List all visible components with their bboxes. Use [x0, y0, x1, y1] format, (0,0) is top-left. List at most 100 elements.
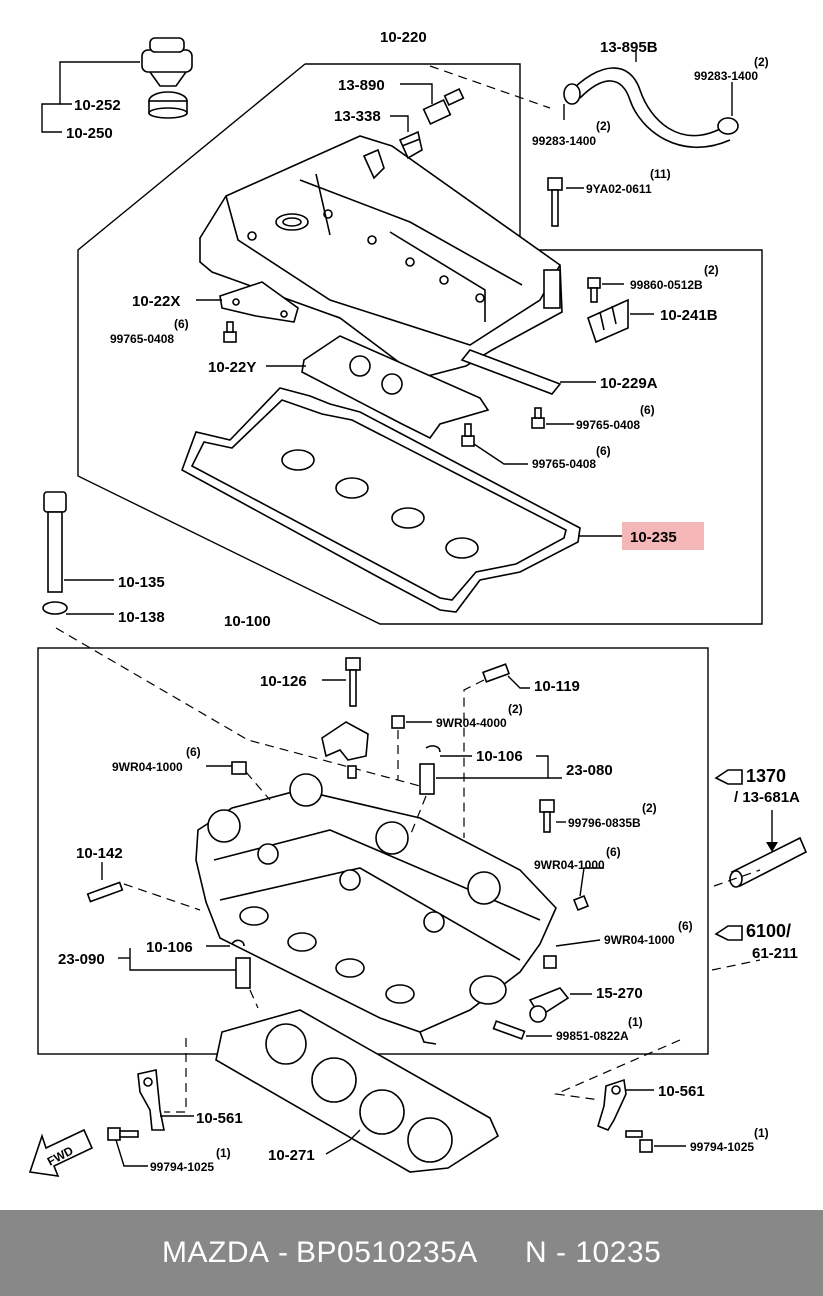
bolt-99851 — [492, 1020, 526, 1040]
head-gasket — [215, 1009, 500, 1173]
oil-filler-cap — [141, 37, 193, 119]
label-10-138: 10-138 — [118, 609, 165, 626]
qty-99765-a: (6) — [174, 317, 189, 331]
plug-9wr04-1000-a — [231, 761, 247, 775]
pcv-valve — [422, 88, 465, 125]
head-bolt — [43, 491, 67, 593]
qty-9wr04-1000-a: (6) — [186, 745, 201, 759]
ref-icon-6100 — [714, 925, 743, 941]
qty-9wr04-1000-c: (6) — [678, 919, 693, 933]
label-61-211: 61-211 — [752, 945, 798, 962]
label-1370: 1370 — [746, 766, 786, 786]
cam-cap-bolt — [345, 657, 361, 707]
label-99765-c: 99765-0408 — [532, 457, 596, 471]
label-10-126: 10-126 — [260, 673, 307, 690]
label-10-142: 10-142 — [76, 845, 123, 862]
label-10-22y: 10-22Y — [208, 359, 256, 376]
label-10-119: 10-119 — [534, 678, 580, 695]
pipe-13-681a — [729, 836, 808, 888]
highlight-box — [622, 522, 704, 550]
qty-99283-top: (2) — [754, 55, 769, 69]
cover-bolt — [547, 177, 563, 227]
label-10-241b: 10-241B — [660, 307, 718, 324]
label-23-080: 23-080 — [566, 762, 613, 779]
label-10-561-b: 10-561 — [658, 1083, 705, 1100]
forward-arrow-icon — [28, 1128, 94, 1177]
label-9wr04-4000: 9WR04-4000 — [436, 716, 507, 730]
bracket-bolt — [587, 277, 601, 303]
cylinder-head — [195, 773, 557, 1045]
screw-99765-b — [531, 407, 545, 429]
label-15-270: 15-270 — [596, 985, 643, 1002]
plug-9wr04-1000-b — [572, 894, 590, 912]
plug-9wr04-1000-c — [543, 955, 557, 969]
qty-99794-a: (1) — [216, 1146, 231, 1160]
label-10-229a: 10-229A — [600, 375, 658, 392]
valve-cover-gasket — [181, 387, 581, 613]
gasket-10-229a — [460, 349, 562, 395]
label-10-561-a: 10-561 — [196, 1110, 243, 1127]
stud-10-142 — [86, 881, 124, 903]
valve-guide-intake — [419, 745, 441, 795]
qty-99765-b: (6) — [640, 403, 655, 417]
label-23-090: 23-090 — [58, 951, 105, 968]
footer-part-number: BP0510235A — [296, 1236, 478, 1269]
ventilation-hose — [563, 67, 739, 149]
label-99283-mid: 99283-1400 — [532, 134, 596, 148]
footer-separator: - — [278, 1236, 289, 1269]
label-99796: 99796-0835B — [568, 816, 641, 830]
footer-brand: MAZDA — [162, 1236, 270, 1269]
valve-cover — [199, 135, 563, 379]
label-10-271: 10-271 — [268, 1147, 315, 1164]
screw-99765-c — [461, 423, 475, 447]
label-99765-a: 99765-0408 — [110, 332, 174, 346]
qty-99765-c: (6) — [596, 444, 611, 458]
qty-99794-b: (1) — [754, 1126, 769, 1140]
label-13-681a: / 13-681A — [734, 789, 800, 806]
label-10-235: 10-235 — [630, 529, 677, 546]
parts-diagram: 10-220 13-895B (2) 99283-1400 13-890 10-… — [28, 29, 808, 1177]
label-9wr04-1000-c: 9WR04-1000 — [604, 933, 675, 947]
qty-99283-mid: (2) — [596, 119, 611, 133]
qty-99851: (1) — [628, 1015, 643, 1029]
label-10-220: 10-220 — [380, 29, 427, 46]
head-bolt-washer — [42, 601, 68, 615]
label-13-895b: 13-895B — [600, 39, 658, 56]
hanger-bolt-left — [107, 1127, 139, 1141]
label-99794-a: 99794-1025 — [150, 1160, 214, 1174]
bracket-10-241b — [587, 298, 629, 344]
label-99851: 99851-0822A — [556, 1029, 629, 1043]
label-10-100: 10-100 — [224, 613, 271, 630]
label-6100: 6100/ — [746, 921, 791, 941]
label-10-250: 10-250 — [66, 125, 113, 142]
engine-hanger-left — [137, 1069, 165, 1131]
label-13-338: 13-338 — [334, 108, 381, 125]
label-99765-b: 99765-0408 — [576, 418, 640, 432]
label-9ya02: 9YA02-0611 — [586, 182, 652, 196]
label-10-106-b: 10-106 — [146, 939, 193, 956]
plate-10-22x — [219, 281, 299, 323]
stud-10-119 — [481, 663, 511, 683]
plug-9wr04-4000 — [391, 715, 405, 729]
gasket-10-22y — [301, 335, 490, 440]
qty-9wr04-1000-b: (6) — [606, 845, 621, 859]
bolt-99796 — [539, 799, 555, 833]
upper-group-frame — [77, 63, 763, 625]
ref-icon-1370 — [714, 769, 743, 785]
label-99283-top: 99283-1400 — [694, 69, 758, 83]
valve-guide-exhaust — [231, 939, 251, 989]
qty-9ya02: (11) — [650, 167, 671, 181]
hanger-bolt-right — [625, 1130, 653, 1153]
water-fitting-15-270 — [528, 987, 570, 1023]
label-10-106-a: 10-106 — [476, 748, 523, 765]
label-99860: 99860-0512B — [630, 278, 703, 292]
screw-99765-a — [223, 321, 237, 343]
label-99794-b: 99794-1025 — [690, 1140, 754, 1154]
footer-code: N - 10235 — [525, 1236, 662, 1269]
qty-99860: (2) — [704, 263, 719, 277]
label-10-22x: 10-22X — [132, 293, 180, 310]
cam-cap — [321, 721, 369, 779]
label-9wr04-1000-a: 9WR04-1000 — [112, 760, 183, 774]
part-number-footer: MAZDA - BP0510235A N - 10235 — [0, 1210, 823, 1296]
label-10-252: 10-252 — [74, 97, 121, 114]
